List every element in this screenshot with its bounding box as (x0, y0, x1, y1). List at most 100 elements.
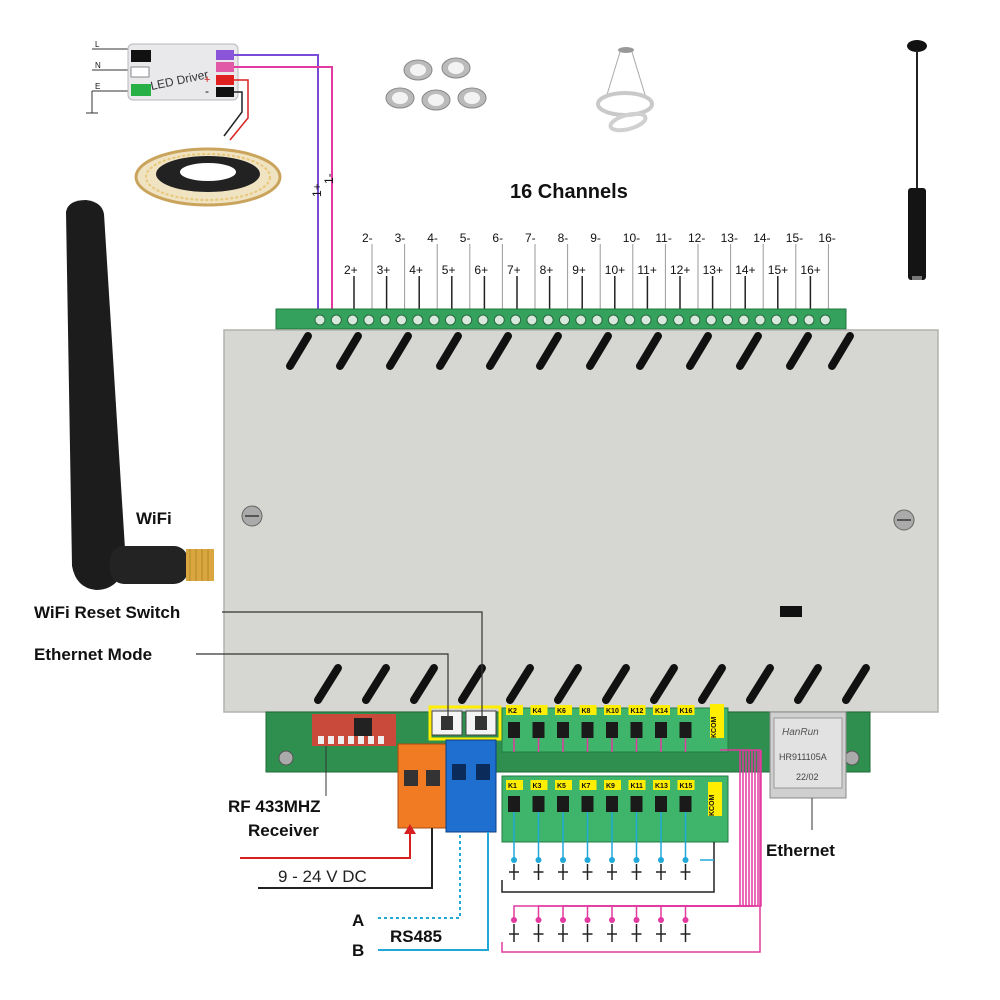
channel-plus-label: 6+ (474, 263, 488, 277)
input-label: K6 (557, 708, 566, 715)
vent-slot (636, 332, 662, 370)
terminal-screw (444, 314, 456, 326)
channel-minus-label: 6- (492, 231, 503, 245)
rf-receiver-module (312, 714, 396, 746)
channel-minus-label: 2- (362, 231, 373, 245)
input-label: K15 (680, 783, 693, 790)
terminal-screw (803, 314, 815, 326)
channel-minus-label: 7- (525, 231, 536, 245)
vent-slot (698, 664, 726, 704)
terminal-screw (575, 314, 587, 326)
chandelier-icon (596, 47, 654, 133)
input-label: K4 (533, 708, 542, 715)
channel-plus-label: 3+ (377, 263, 391, 277)
ch1-plus-label: 1+ (310, 183, 324, 197)
vent-slot (486, 332, 512, 370)
input-label: K5 (557, 783, 566, 790)
terminal-screw (689, 314, 701, 326)
terminal-screw (477, 314, 489, 326)
input-label: K9 (606, 783, 615, 790)
power-wire-black (258, 828, 433, 889)
rs485-a-label: A (352, 911, 364, 930)
kcom-top-badge (710, 704, 724, 738)
input-label: K11 (631, 783, 644, 790)
channel-minus-label: 5- (460, 231, 471, 245)
channel-minus-label: 15- (786, 231, 803, 245)
vent-slot (314, 664, 342, 704)
vent-slot (586, 332, 612, 370)
terminal-screw (722, 314, 733, 326)
input-label: K8 (582, 708, 591, 715)
input-label: K16 (680, 708, 693, 715)
ethernet-label: Ethernet (766, 841, 835, 860)
terminal-screw (379, 314, 391, 326)
vent-slot (602, 664, 630, 704)
input-label: K1 (508, 783, 517, 790)
ethernet-model: HR911105A (779, 752, 827, 762)
rs485-wire-a (378, 832, 461, 919)
channel-plus-label: 8+ (540, 263, 554, 277)
rs485-terminal (445, 739, 497, 833)
terminal-screw (705, 314, 717, 326)
terminal-screw (347, 314, 359, 326)
antenna-icon (66, 200, 214, 590)
input-label: K14 (655, 708, 668, 715)
channel-minus-label: 13- (721, 231, 738, 245)
page-title: 16 Channels (510, 181, 628, 203)
pendant-lamp-icon (907, 40, 927, 280)
vent-slot (650, 664, 678, 704)
terminal-screw (607, 314, 619, 326)
switch-highlight (428, 705, 502, 741)
bottom-vents (314, 664, 870, 704)
channel-minus-label: 8- (558, 231, 569, 245)
vent-slot (362, 664, 390, 704)
ch1-minus-label: 1- (322, 173, 336, 184)
terminal-screw (314, 314, 326, 326)
input-label: K10 (606, 708, 619, 715)
driver-input-n: N (95, 61, 101, 70)
vent-slot (436, 332, 462, 370)
terminal-screw (559, 314, 570, 326)
driver-input-l: L (95, 40, 100, 49)
kcom-bottom-badge (708, 782, 722, 816)
input-pins (508, 722, 692, 812)
terminal-screw (363, 314, 375, 326)
channel-minus-label: 14- (753, 231, 770, 245)
ethernet-date: 22/02 (796, 772, 819, 782)
terminal-screw (510, 314, 522, 326)
wire-ch1-minus (234, 66, 333, 318)
vent-slot (536, 332, 562, 370)
vent-slot (842, 664, 870, 704)
power-label: 9 - 24 V DC (278, 867, 367, 886)
status-led (780, 606, 802, 617)
channel-minus-label: 10- (623, 231, 640, 245)
enclosure (223, 329, 939, 713)
channel-labels: 2-2+3-3+4-4+5-5+6-6+7-7+8-8+9-9+10-10+11… (344, 231, 836, 315)
wifi-reset-label: WiFi Reset Switch (34, 603, 180, 622)
channel-plus-label: 13+ (703, 263, 723, 277)
push-button-icon (509, 864, 691, 942)
terminal-screw (819, 314, 831, 326)
led-strip-icon (134, 147, 282, 207)
terminal-screw (493, 314, 505, 326)
vent-slot (794, 664, 822, 704)
driver-plus: + (204, 74, 210, 86)
terminal-screw (428, 314, 440, 326)
terminal-screw (330, 314, 342, 326)
kcom-bottom-label: KCOM (709, 794, 716, 816)
rs485-wire-b (378, 832, 489, 951)
channel-plus-label: 11+ (637, 263, 656, 277)
ethernet-mode-label: Ethernet Mode (34, 645, 152, 664)
channel-plus-label: 10+ (605, 263, 625, 277)
rs485-b-label: B (352, 941, 364, 960)
input-label: K3 (533, 783, 542, 790)
wifi-reset-callout (222, 611, 483, 716)
vent-slot (286, 332, 312, 370)
channel-plus-label: 14+ (735, 263, 755, 277)
terminal-screw (526, 314, 538, 326)
rf-label-line2: Receiver (248, 821, 319, 840)
input-label: K12 (631, 708, 644, 715)
terminal-screw (770, 314, 782, 326)
channel-minus-label: 12- (688, 231, 705, 245)
power-wire-red (240, 828, 411, 859)
